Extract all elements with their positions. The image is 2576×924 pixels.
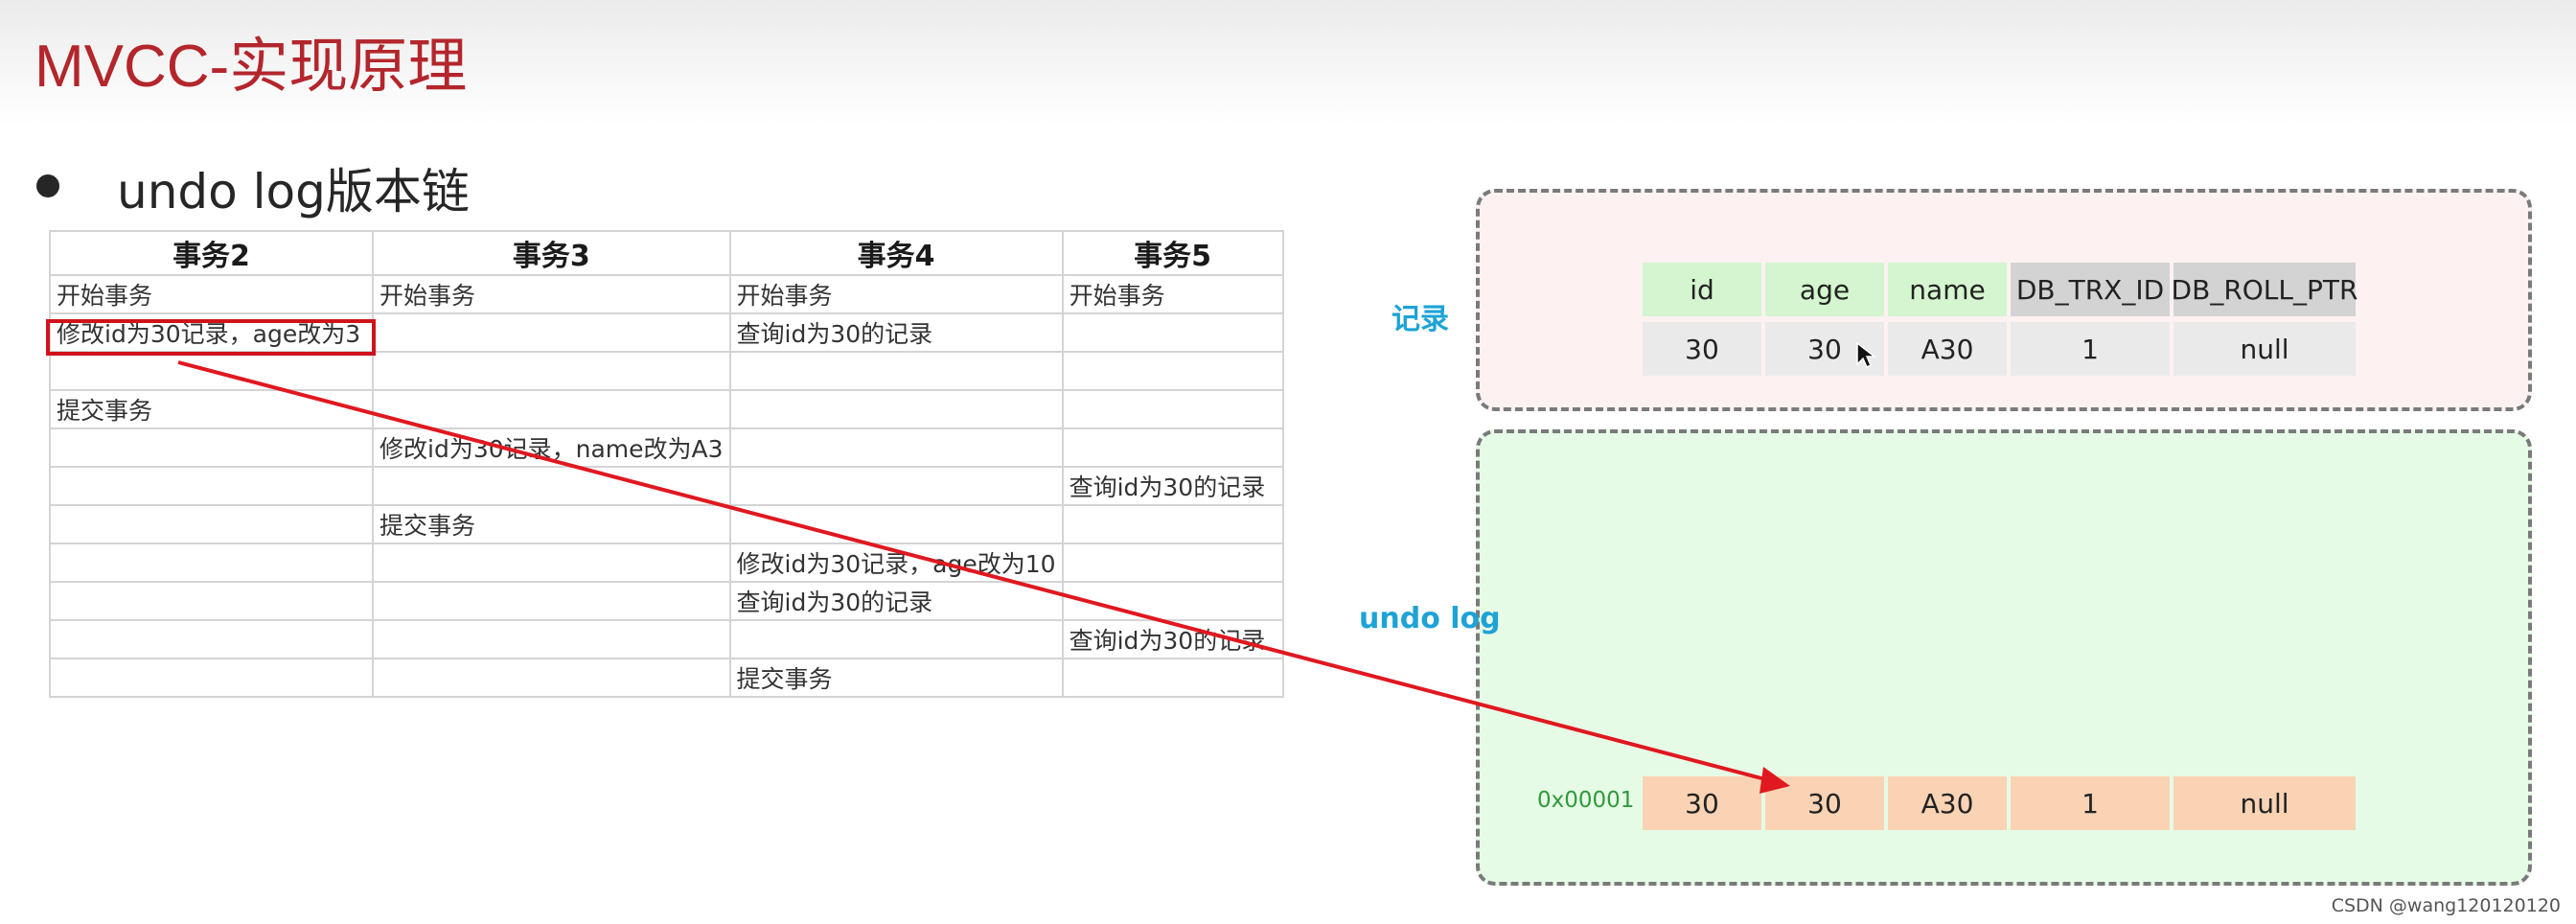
table-cell [372, 351, 731, 391]
record-header-row: id age name DB_TRX_ID DB_ROLL_PTR [1643, 263, 2358, 316]
record-header-cell: id [1643, 263, 1761, 316]
record-value-cell: 1 [2011, 322, 2170, 376]
table-cell [372, 619, 731, 659]
undo-value-cell: 30 [1765, 776, 1884, 830]
table-cell [49, 504, 374, 544]
table-cell: 修改id为30记录，name改为A3 [372, 427, 731, 468]
undo-value-cell: null [2174, 776, 2356, 830]
table-cell [49, 466, 374, 506]
record-label: 记录 [1392, 303, 1449, 336]
table-cell [1061, 389, 1284, 429]
table-cell [728, 427, 1064, 468]
table-cell [372, 312, 731, 353]
table-row: 提交事务 [49, 504, 1284, 544]
table-cell [1061, 658, 1284, 698]
bullet-dot-icon [36, 174, 59, 197]
slide-header-band [0, 0, 2576, 125]
table-header-row: 事务2 事务3 事务4 事务5 [49, 230, 1284, 276]
highlight-box [46, 319, 376, 356]
table-cell [49, 581, 374, 621]
table-cell [1061, 427, 1284, 468]
table-row: 修改id为30记录，name改为A3 [49, 427, 1284, 468]
undo-value-cell: 1 [2011, 776, 2170, 830]
record-value-cell: 30 [1643, 322, 1761, 376]
table-cell [49, 427, 374, 468]
table-cell [372, 658, 731, 698]
record-value-cell: A30 [1888, 322, 2007, 376]
undo-entry-address: 0x00001 [1537, 788, 1635, 813]
table-cell [728, 389, 1064, 429]
undo-entry-row: 30 30 A30 1 null [1643, 776, 2356, 830]
table-cell: 提交事务 [372, 504, 731, 544]
table-row: 开始事务 开始事务 开始事务 开始事务 [49, 274, 1284, 314]
table-cell [372, 581, 731, 621]
table-cell: 修改id为30记录，age改为10 [728, 543, 1064, 583]
table-cell [1061, 581, 1284, 621]
watermark: CSDN @wang120120120 [2331, 895, 2561, 916]
table-cell: 查询id为30的记录 [728, 581, 1064, 621]
table-cell [372, 389, 731, 429]
record-value-cell: 30 [1765, 322, 1884, 376]
table-cell [728, 504, 1064, 544]
table-cell [728, 466, 1064, 506]
table-cell [49, 658, 374, 698]
table-cell [1061, 543, 1284, 583]
table-header-cell: 事务3 [372, 230, 731, 276]
table-cell: 提交事务 [49, 389, 374, 429]
table-row: 查询id为30的记录 [49, 581, 1284, 621]
table-cell [1061, 351, 1284, 391]
undo-value-cell: A30 [1888, 776, 2007, 830]
table-cell: 开始事务 [728, 274, 1064, 314]
bullet-text: undo log版本链 [117, 164, 470, 219]
slide-title: MVCC-实现原理 [34, 34, 468, 100]
table-cell [728, 619, 1064, 659]
undo-value-cell: 30 [1643, 776, 1761, 830]
table-cell: 查询id为30的记录 [728, 312, 1064, 353]
table-cell: 开始事务 [49, 274, 374, 314]
table-cell [728, 351, 1064, 391]
table-cell: 开始事务 [1061, 274, 1284, 314]
table-header-cell: 事务4 [728, 230, 1064, 276]
table-header-cell: 事务5 [1061, 230, 1284, 276]
table-cell [1061, 504, 1284, 544]
table-cell [1061, 312, 1284, 353]
table-row [49, 351, 1284, 391]
table-header-cell: 事务2 [49, 230, 374, 276]
table-row: 提交事务 [49, 658, 1284, 698]
mouse-pointer-icon [1856, 341, 1876, 369]
record-header-cell: age [1765, 263, 1884, 316]
table-cell [49, 619, 374, 659]
table-cell: 提交事务 [728, 658, 1064, 698]
table-cell: 查询id为30的记录 [1061, 466, 1284, 506]
table-row: 修改id为30记录，age改为10 [49, 543, 1284, 583]
table-cell: 开始事务 [372, 274, 731, 314]
table-cell [372, 543, 731, 583]
record-header-cell: DB_ROLL_PTR [2172, 263, 2358, 316]
table-cell [49, 543, 374, 583]
record-value-row: 30 30 A30 1 null [1643, 322, 2356, 376]
table-row: 提交事务 [49, 389, 1284, 429]
record-value-cell: null [2174, 322, 2356, 376]
record-header-cell: name [1888, 263, 2007, 316]
table-cell [372, 466, 731, 506]
undo-log-label: undo log [1359, 602, 1501, 635]
record-header-cell: DB_TRX_ID [2011, 263, 2170, 316]
table-row: 查询id为30的记录 [49, 466, 1284, 506]
